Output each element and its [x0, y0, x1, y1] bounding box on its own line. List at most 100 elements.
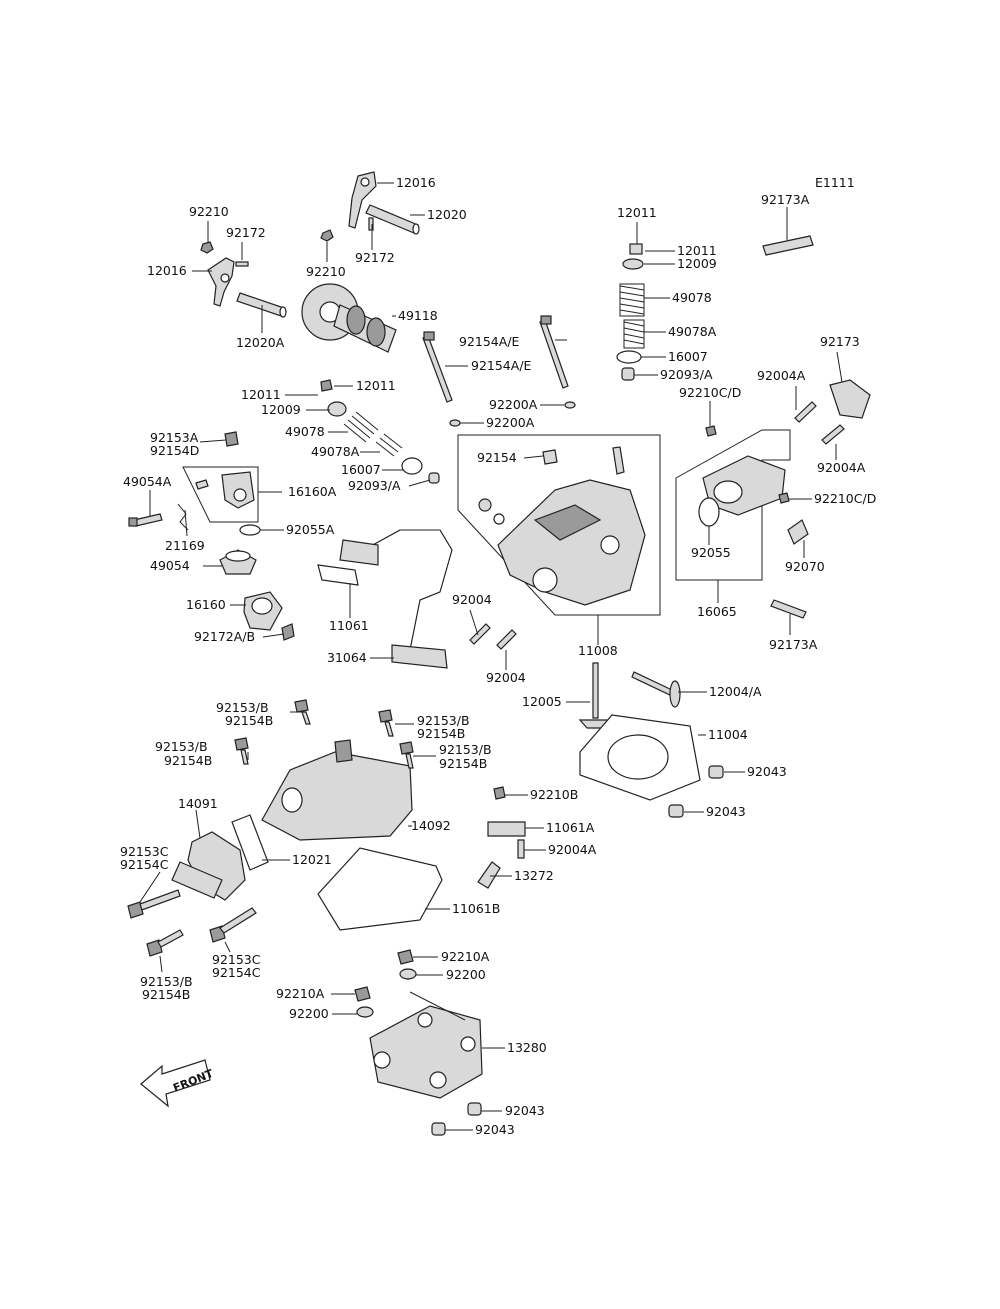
- part-label: 92172A/B: [194, 629, 255, 644]
- rocker-arm-top: [348, 171, 377, 229]
- part-labels: E1111 12016 12020 92172 92210 92210 9217…: [120, 175, 876, 1137]
- part-label: 12009: [261, 402, 301, 417]
- spring-49078: [619, 283, 645, 317]
- part-label: 92173A: [761, 192, 810, 207]
- part-label: 92173A: [769, 637, 818, 652]
- part-label: 11061A: [546, 820, 595, 835]
- part-label: 92153/B: [140, 974, 193, 989]
- part-label: 12016: [396, 175, 436, 190]
- cotter-top: [629, 243, 643, 255]
- part-label: 11008: [578, 643, 618, 658]
- leader-lines: [139, 182, 843, 1131]
- nut-92210A-a: [397, 949, 414, 965]
- gasket-12021: [231, 814, 269, 871]
- rocker-shaft-left: [236, 292, 287, 318]
- part-label: 12011: [241, 387, 281, 402]
- stud-bolt-right: [539, 315, 569, 389]
- washer-92200A-a: [564, 401, 576, 409]
- part-label: 92093/A: [348, 478, 401, 493]
- part-label: 92153/B: [216, 700, 269, 715]
- front-arrow-icon: FRONT: [140, 1059, 216, 1108]
- stud-bolt-left: [422, 331, 453, 403]
- part-label: 16007: [341, 462, 381, 477]
- head-valve-guide: [612, 446, 625, 475]
- bolt-92153B-e: [146, 929, 184, 957]
- part-label: 92153/B: [155, 739, 208, 754]
- part-label: 92154B: [142, 987, 190, 1002]
- thermostat-box: [182, 466, 259, 523]
- washer-92200A-b: [449, 419, 461, 427]
- intake-manifold: [702, 455, 786, 516]
- valve-cover-14092: [261, 739, 413, 841]
- part-label: 92200A: [486, 415, 535, 430]
- part-label: 12020A: [236, 335, 285, 350]
- bracket-13272: [477, 861, 501, 889]
- bolt-92153B-b: [378, 709, 394, 737]
- part-label: 92154C: [120, 857, 169, 872]
- washer-92200-a: [399, 968, 417, 980]
- rocker-arm-left: [207, 257, 235, 307]
- sensor-92070: [787, 519, 809, 545]
- part-label: 12011: [617, 205, 657, 220]
- part-label: 49078A: [668, 324, 717, 339]
- part-label: 92173: [820, 334, 860, 349]
- part-label: 12016: [147, 263, 187, 278]
- thermostat-cover-16160: [243, 591, 283, 631]
- part-label: 92200A: [489, 397, 538, 412]
- part-label: 92153/B: [439, 742, 492, 757]
- part-label: 16160A: [288, 484, 337, 499]
- head-dowel: [478, 498, 492, 512]
- valve-12004: [631, 671, 681, 708]
- washer-16007: [616, 350, 642, 364]
- part-label: 92210B: [530, 787, 578, 802]
- seal-92093-mid: [428, 472, 440, 484]
- part-label: 92210A: [441, 949, 490, 964]
- thermostat-housing-16160A: [221, 471, 255, 509]
- part-label: 21169: [165, 538, 205, 553]
- part-label: 13280: [507, 1040, 547, 1055]
- part-label: 92043: [706, 804, 746, 819]
- part-label: 11061B: [452, 901, 500, 916]
- part-label: 92210: [189, 204, 229, 219]
- spring-49078A-mid: [375, 433, 403, 457]
- pin-top: [368, 217, 374, 231]
- nut-92210CD-a: [705, 425, 717, 437]
- oil-pipe-31064: [339, 529, 453, 669]
- clip-small: [195, 479, 209, 490]
- rocker-holder-13280: [369, 1005, 483, 1099]
- pin-92004A-b: [821, 424, 845, 445]
- part-label: 49118: [398, 308, 438, 323]
- part-label: 92172: [355, 250, 395, 265]
- part-label: 92210A: [276, 986, 325, 1001]
- part-label: 12020: [427, 207, 467, 222]
- dowel-92043-a: [708, 765, 724, 779]
- bolt-92153C-b: [209, 907, 257, 943]
- bracket-11061A: [487, 821, 526, 837]
- head-oring: [493, 513, 505, 525]
- part-label: 92154B: [417, 726, 465, 741]
- pin-92004A-a: [794, 401, 817, 423]
- gasket-11061: [317, 564, 359, 586]
- part-label: 92210: [306, 264, 346, 279]
- spring-clip-21169: [177, 503, 189, 531]
- spring-49078A: [623, 319, 645, 349]
- retainer-12009: [622, 258, 644, 270]
- bolt-92153B-a: [294, 699, 311, 725]
- cylinder-head: [497, 479, 646, 606]
- dowel-92004-b: [496, 629, 517, 650]
- diagram-code: E1111: [815, 175, 855, 190]
- retainer-12009-mid: [327, 401, 347, 417]
- part-label: 92004: [452, 592, 492, 607]
- part-label: 92004A: [548, 842, 597, 857]
- part-label: 92055A: [286, 522, 335, 537]
- tensioner-14091: [171, 831, 246, 901]
- part-label: 92154C: [212, 965, 261, 980]
- sensor-49054A: [128, 513, 163, 527]
- part-label: 92055: [691, 545, 731, 560]
- part-label: 92004: [486, 670, 526, 685]
- part-label: 12021: [292, 852, 332, 867]
- oring-92055: [698, 497, 720, 527]
- spring-49078-mid: [343, 411, 379, 443]
- bolt-92153B-c: [234, 737, 249, 765]
